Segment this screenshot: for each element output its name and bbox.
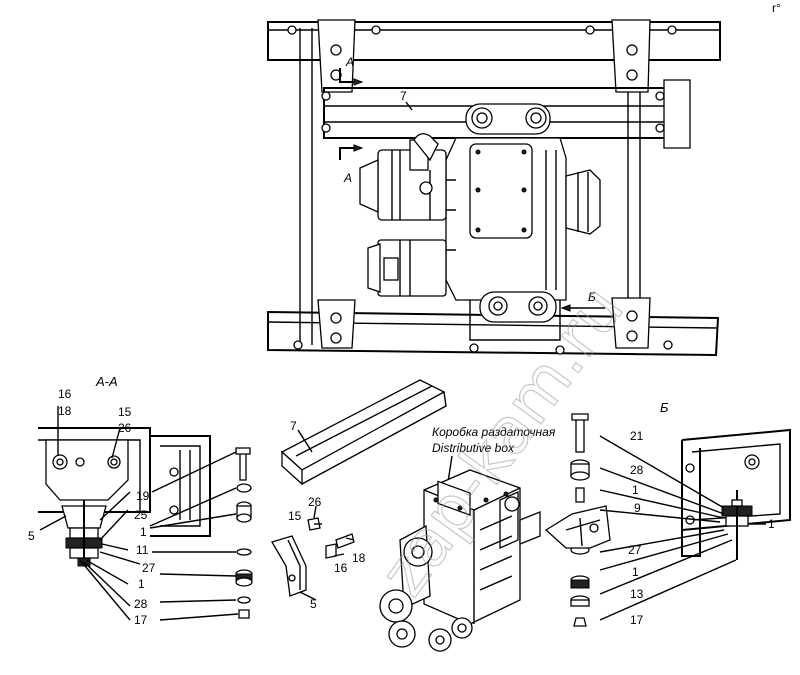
section-aa-view: А-А (28, 374, 253, 627)
callout-aa-18: 18 (58, 404, 72, 418)
callout-aa-16: 16 (58, 387, 72, 401)
callout-b-17: 17 (630, 613, 644, 627)
callout-mid-7: 7 (290, 419, 297, 433)
callout-b-9: 9 (634, 501, 641, 515)
callout-aa-26: 26 (118, 421, 132, 435)
callout-b-13: 13 (630, 587, 644, 601)
callout-b-1-right: 1 (768, 517, 775, 531)
view-arrow-b: Б (588, 290, 596, 304)
crossbar-callout-7: 7 (400, 89, 407, 103)
callout-mid-16: 16 (334, 561, 348, 575)
callout-aa-27: 27 (142, 561, 156, 575)
section-b-view: Б 21 (544, 400, 791, 627)
distributive-box-view: Коробка раздаточная Distributive box (379, 425, 556, 652)
callout-b-27: 27 (628, 543, 642, 557)
section-arrow-a-bottom: А (343, 171, 352, 185)
top-frame-view: А А Б 7 (267, 19, 721, 357)
middle-parts: 7 26 15 16 18 5 (271, 379, 447, 611)
callout-mid-18: 18 (352, 551, 366, 565)
callout-b-21: 21 (630, 429, 644, 443)
box-caption-en: Distributive box (432, 441, 515, 455)
callout-mid-15: 15 (288, 509, 302, 523)
section-arrow-a-top: А (345, 55, 354, 69)
callout-aa-1-bottom: 1 (138, 577, 145, 591)
box-caption-ru: Коробка раздаточная (432, 425, 556, 439)
callout-aa-28: 28 (134, 597, 148, 611)
callout-aa-5: 5 (28, 529, 35, 543)
callout-b-1-bottom: 1 (632, 565, 639, 579)
callout-b-1-top: 1 (632, 483, 639, 497)
callout-aa-25: 25 (134, 508, 148, 522)
corner-mark: r° (772, 1, 781, 15)
callout-b-28: 28 (630, 463, 644, 477)
callout-mid-26: 26 (308, 495, 322, 509)
callout-aa-11: 11 (136, 543, 149, 557)
section-b-title: Б (660, 400, 669, 415)
callout-aa-15: 15 (118, 405, 132, 419)
section-aa-title: А-А (95, 374, 118, 389)
callout-aa-1-top: 1 (140, 525, 147, 539)
callout-aa-19: 19 (136, 489, 150, 503)
callout-aa-17: 17 (134, 613, 148, 627)
callout-mid-5: 5 (310, 597, 317, 611)
